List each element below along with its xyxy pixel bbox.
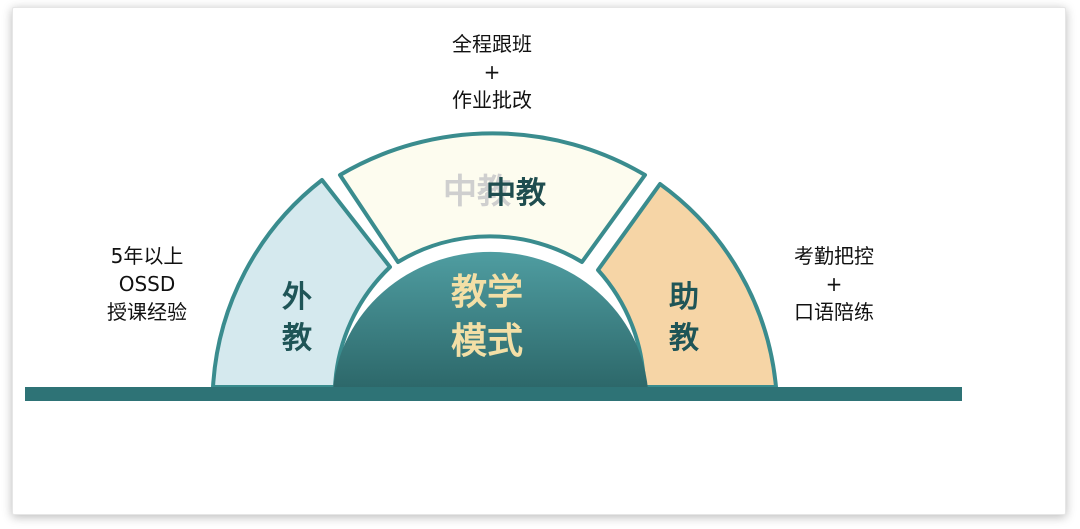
- left-segment: [211, 178, 392, 389]
- right-note-line-3: 口语陪练: [794, 300, 874, 324]
- left-note: 5年以上 OSSD 授课经验: [82, 242, 212, 326]
- top-segment-title: 中教: [486, 176, 546, 211]
- left-note-line-3: 授课经验: [107, 300, 187, 324]
- right-segment-label-1: 助: [669, 280, 699, 315]
- center-dome: [333, 251, 648, 390]
- top-segment-ghost-text: 中教: [443, 172, 511, 212]
- left-segment-label-2: 教: [282, 321, 312, 356]
- top-note-line-3: 作业批改: [452, 88, 532, 112]
- right-segment: [596, 182, 778, 389]
- center-label-2: 模式: [451, 321, 523, 362]
- left-note-line-1: 5年以上: [110, 244, 184, 268]
- top-note-line-2: +: [483, 60, 501, 84]
- top-note-line-1: 全程跟班: [452, 32, 532, 56]
- right-note-line-1: 考勤把控: [794, 244, 874, 268]
- left-segment-label-1: 外: [282, 280, 312, 315]
- base-bar: [25, 387, 962, 401]
- right-note-line-2: +: [825, 272, 843, 296]
- top-segment: [338, 131, 647, 264]
- right-note: 考勤把控 + 口语陪练: [772, 242, 896, 326]
- center-label-1: 教学: [451, 271, 523, 313]
- left-note-line-2: OSSD: [118, 272, 176, 296]
- top-note: 全程跟班 + 作业批改: [432, 30, 552, 114]
- right-segment-label-2: 教: [669, 321, 699, 356]
